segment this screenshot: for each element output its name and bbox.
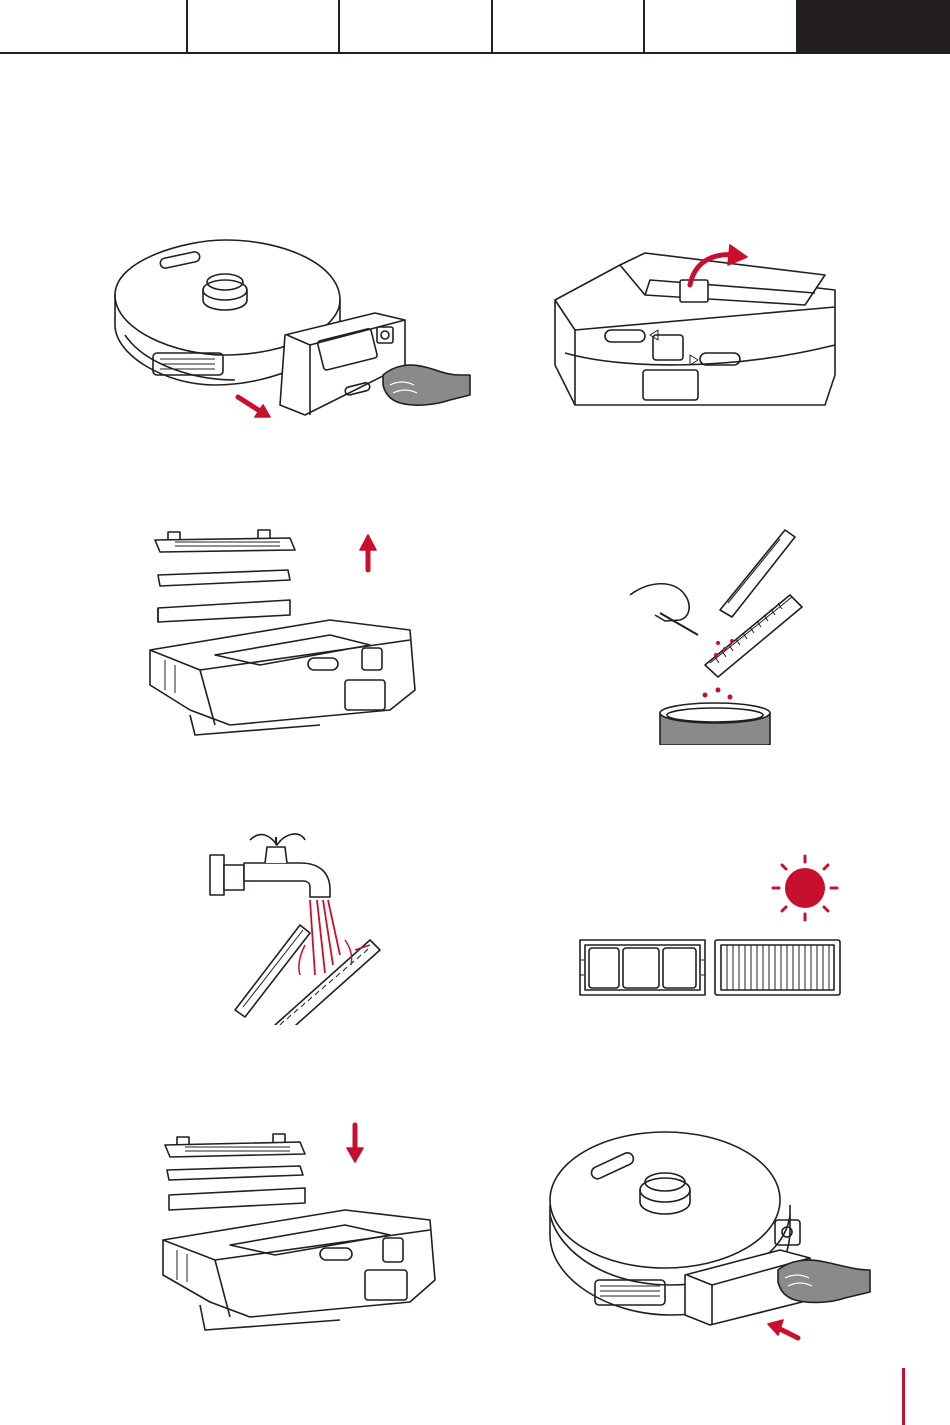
open-dustbin-lid-illustration bbox=[535, 235, 855, 435]
section-tab-bar bbox=[0, 0, 950, 54]
section-tab-1[interactable] bbox=[0, 0, 188, 54]
reinstall-filter-illustration bbox=[155, 1120, 445, 1345]
rinse-filter-illustration bbox=[205, 825, 395, 1025]
tap-filter-over-trash-illustration bbox=[620, 525, 810, 745]
section-tab-active[interactable] bbox=[796, 0, 950, 54]
insert-dustbin-illustration bbox=[540, 1120, 880, 1350]
remove-dustbin-illustration bbox=[105, 235, 485, 445]
section-tab-2[interactable] bbox=[188, 0, 340, 54]
section-tab-4[interactable] bbox=[493, 0, 645, 54]
dry-filter-in-sun-illustration bbox=[575, 850, 850, 1000]
page-edge-marker bbox=[902, 1368, 905, 1425]
remove-filter-illustration bbox=[140, 520, 430, 745]
section-tab-3[interactable] bbox=[340, 0, 493, 54]
section-tab-5[interactable] bbox=[645, 0, 796, 54]
